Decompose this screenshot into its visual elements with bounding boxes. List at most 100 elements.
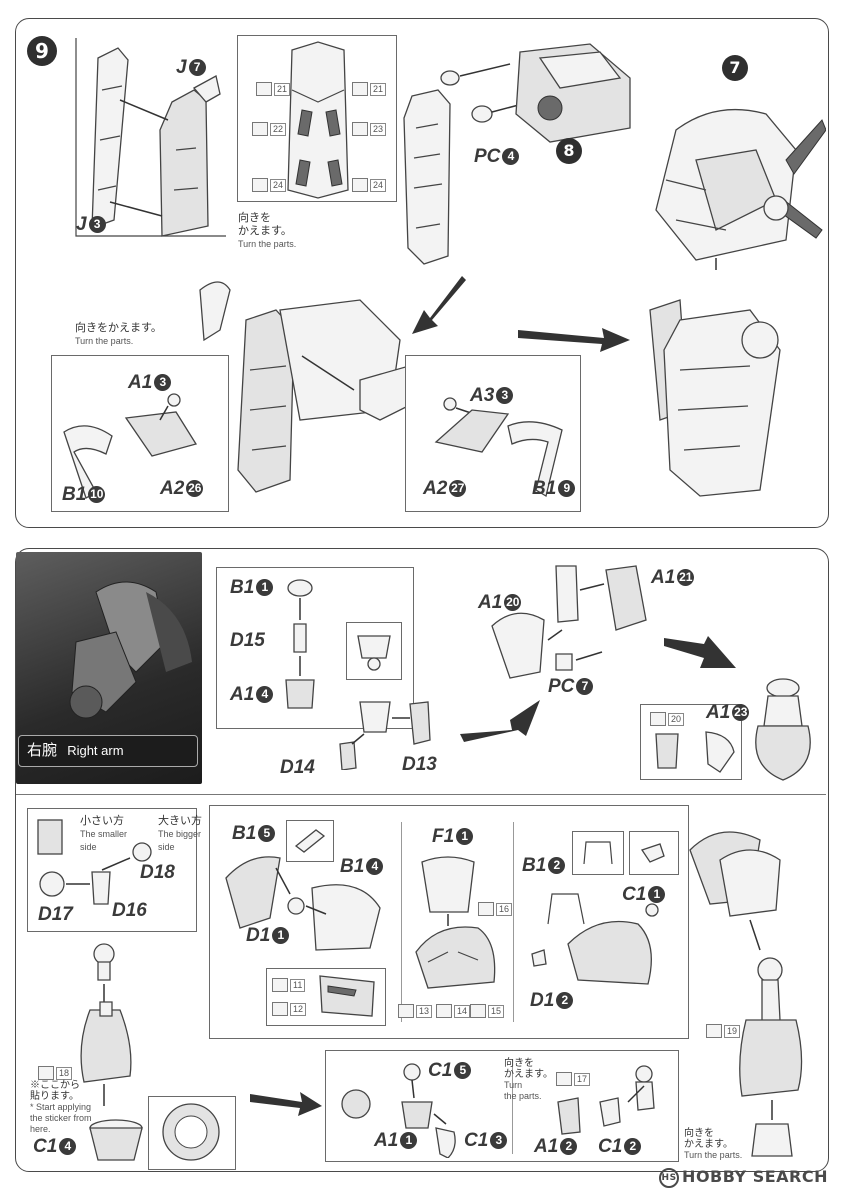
label-b19-number: 9 — [558, 480, 576, 497]
elbow-assembly-diagram — [339, 701, 431, 770]
note-jp: 小さい方 — [80, 815, 124, 827]
right-arm-photo-label: 右腕 Right arm — [18, 735, 198, 767]
label-d11-text: D1 — [246, 925, 271, 946]
note-jp-line2: かえます。 — [684, 1139, 733, 1150]
label-pc4-number: 4 — [502, 148, 520, 165]
sticker-icon — [352, 82, 368, 96]
sticker-part-diagram — [287, 41, 349, 199]
photo-title-jp: 右腕 — [27, 742, 58, 759]
label-a226-number: 26 — [186, 480, 204, 497]
note-jp: 向きをかえます。 — [75, 322, 162, 334]
label-d17-text: D17 — [38, 904, 73, 925]
flow-arrow-right — [518, 328, 630, 352]
label-a121-text: A1 — [651, 567, 676, 588]
hand-top-diagram — [415, 856, 496, 989]
sticker-icon — [352, 122, 368, 136]
note-en-line3: here. — [30, 1124, 51, 1134]
note-en-line1: The bigger — [158, 829, 202, 839]
sticker-number: 17 — [574, 1072, 591, 1086]
label-b15-text: B1 — [232, 823, 257, 844]
label-d11-number: 1 — [272, 927, 290, 944]
note-sticker-start: ※ここから 貼ります。 * Start applying the sticker… — [30, 1080, 92, 1135]
sticker-22: 22 — [252, 122, 287, 136]
label-c12-number: 2 — [624, 1138, 642, 1155]
label-d12-text: D1 — [530, 990, 555, 1011]
panel-divider — [16, 794, 826, 795]
c11-detail-diagram — [640, 843, 665, 863]
assembled-upper-arm-diagram — [649, 299, 781, 497]
note-bigger-side: 大きい方 The bigger side — [158, 815, 202, 854]
note-en: Turn the parts. — [238, 239, 297, 249]
label-b14-text: B1 — [340, 856, 365, 877]
sticker-icon — [470, 1004, 486, 1018]
sticker-icon — [252, 122, 268, 136]
note-jp-line1: 向きを — [684, 1128, 714, 1139]
sticker-17: 17 — [556, 1072, 591, 1086]
sticker-icon — [478, 902, 494, 916]
note-jp-line2: かえます。 — [504, 1069, 553, 1080]
sticker-icon — [706, 1024, 722, 1038]
sticker-icon — [256, 82, 272, 96]
sticker-number: 19 — [724, 1024, 741, 1038]
label-d16-text: D16 — [112, 900, 147, 921]
flow-arrow-up-right — [460, 700, 540, 742]
label-a14-number: 4 — [256, 686, 274, 703]
label-b14-number: 4 — [366, 858, 384, 875]
note-en-line2: side — [80, 842, 97, 852]
sticker-icon — [556, 1072, 572, 1086]
sticker-icon — [398, 1004, 414, 1018]
label-a227-text: A2 — [423, 478, 448, 499]
label-b12-text: B1 — [522, 855, 547, 876]
upper-hand-divider-2 — [513, 822, 514, 1022]
note-en: Turn the parts. — [75, 336, 134, 346]
sticker-15: 15 — [470, 1004, 505, 1018]
right-armor-parts-diagram — [434, 397, 563, 498]
sticker-icon — [436, 1004, 452, 1018]
note-jp-line1: 向きを — [504, 1058, 534, 1069]
sticker-11-12-diagram — [319, 975, 375, 1017]
label-d15-text: D15 — [230, 630, 265, 651]
photo-title-en: Right arm — [67, 743, 124, 758]
flow-arrow-down-right — [664, 636, 736, 668]
j-parts-diagram — [75, 38, 226, 237]
flow-arrow-right-lower — [250, 1092, 322, 1116]
label-pc4-text: PC — [474, 146, 501, 167]
label-a13-number: 3 — [154, 374, 172, 391]
label-a120-number: 20 — [504, 594, 522, 611]
label-d12-number: 2 — [556, 992, 574, 1009]
note-turn-parts-3: 向きを かえます。 Turn the parts. — [504, 1058, 553, 1102]
watermark-logo-icon: HS — [659, 1168, 680, 1188]
label-b110-text: B1 — [62, 484, 87, 505]
note-en-line2: the sticker from — [30, 1113, 92, 1123]
note-smaller-side: 小さい方 The smaller side — [80, 815, 127, 854]
label-a12-number: 2 — [560, 1138, 578, 1155]
sticker-20: 20 — [650, 712, 685, 726]
thumb-parts-diagram — [341, 1063, 456, 1158]
label-c13-number: 3 — [490, 1132, 508, 1149]
label-j7-number: 7 — [188, 59, 206, 76]
note-jp-line2: 貼ります。 — [30, 1091, 79, 1102]
label-c14-number: 4 — [59, 1138, 77, 1155]
step-number-badge: 9 — [27, 36, 57, 66]
sticker-12: 12 — [272, 1002, 307, 1016]
label-a121-number: 21 — [677, 569, 695, 586]
sticker-24-left: 24 — [252, 178, 287, 192]
hand-assembly-right-diagram — [689, 831, 803, 1157]
sticker-number: 23 — [370, 122, 387, 136]
label-a13-text: A1 — [128, 372, 153, 393]
